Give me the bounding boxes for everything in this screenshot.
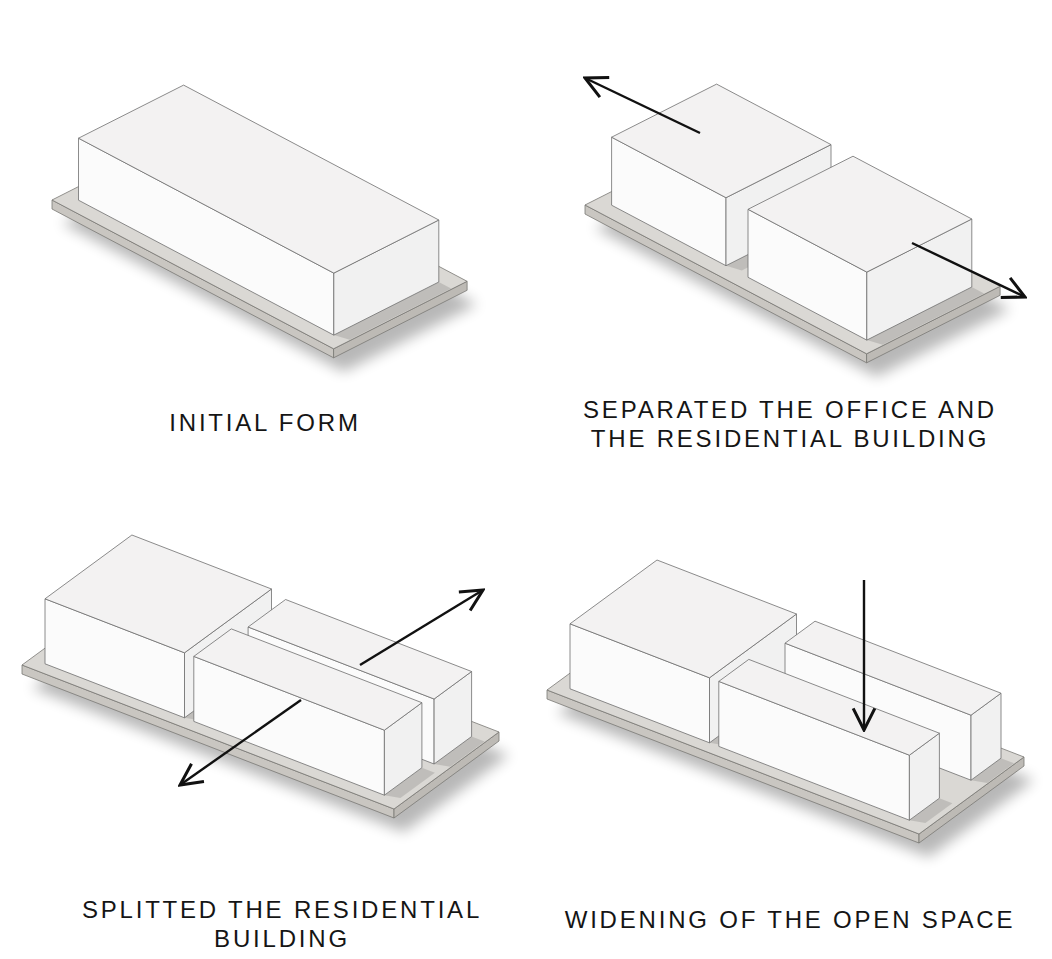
- building-roof: [194, 629, 422, 730]
- direction-arrow: [912, 243, 1025, 297]
- building-roof: [612, 84, 831, 198]
- slab-top: [547, 613, 1024, 834]
- building-roof: [79, 85, 439, 273]
- direction-arrow: [863, 580, 865, 730]
- massing-panel: [22, 535, 509, 832]
- building-roof: [719, 659, 940, 755]
- slab-top: [22, 588, 499, 809]
- caption: WIDENING OF THE OPEN SPACE: [538, 905, 1043, 934]
- caption: INITIAL FORM: [55, 408, 475, 437]
- massing-panel: [547, 560, 1034, 857]
- slab-top: [585, 138, 1000, 354]
- caption: SEPARATED THE OFFICE AND THE RESIDENTIAL…: [554, 395, 1026, 453]
- direction-arrow: [360, 590, 483, 665]
- massing-panel: [52, 85, 477, 372]
- building-roof: [570, 560, 797, 678]
- direction-arrow: [180, 700, 301, 785]
- massing-panel: [585, 84, 1010, 377]
- direction-arrow: [585, 78, 700, 133]
- caption: SPLITTED THE RESIDENTIAL BUILDING: [80, 895, 485, 953]
